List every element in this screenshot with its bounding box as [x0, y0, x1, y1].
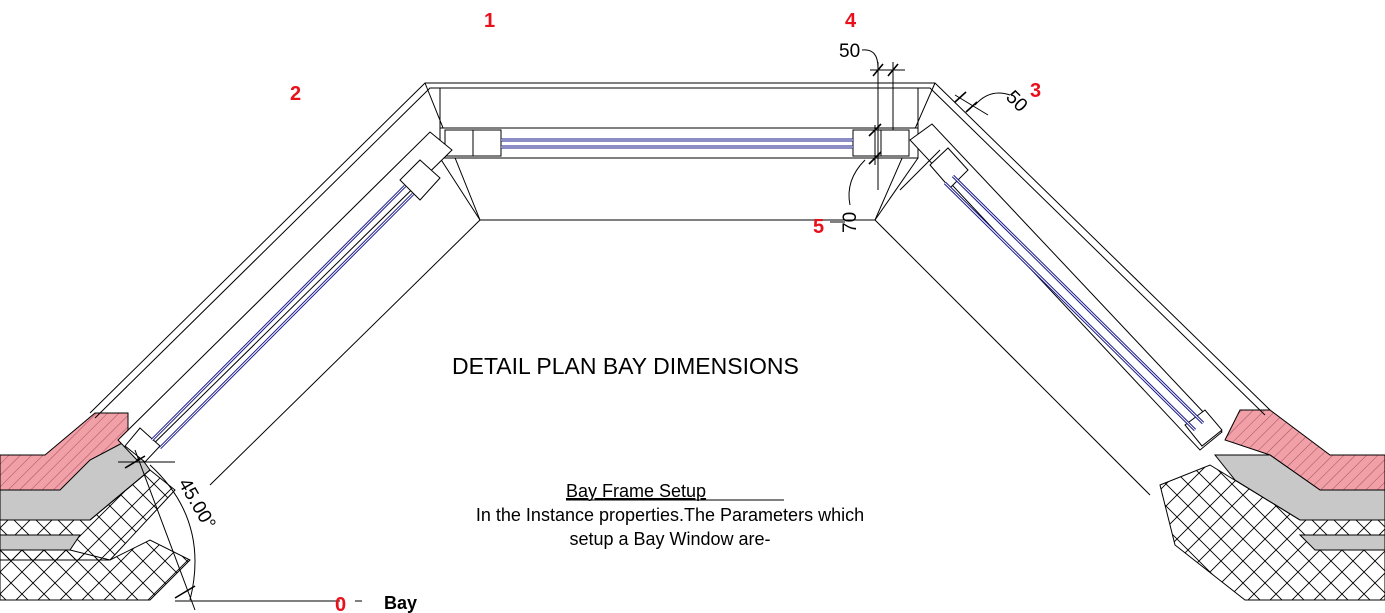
dim-depth-label: 70 — [840, 212, 861, 233]
marker-4: 4 — [845, 10, 857, 32]
left-insulation-lower — [0, 534, 81, 551]
top-frame-box — [439, 127, 919, 159]
top-right-sash — [852, 129, 882, 157]
dim-top-frame-label: 50 — [839, 41, 860, 62]
top-left-sash-2 — [472, 129, 502, 157]
note-line-2: setup a Bay Window are- — [569, 529, 770, 549]
right-wall-section — [1159, 409, 1385, 601]
marker-1: 1 — [484, 10, 495, 32]
right-insulation-lower — [1298, 534, 1385, 551]
drawing-title: DETAIL PLAN BAY DIMENSIONS — [452, 353, 799, 379]
dim-side-frame-label: 50 — [1001, 87, 1031, 117]
top-right-sash-2 — [880, 129, 910, 157]
dimension-side-frame — [954, 91, 1011, 116]
bay-label: Bay — [384, 593, 417, 613]
right-brick-layer — [1224, 409, 1385, 491]
marker-0: 0 — [335, 594, 346, 613]
bay-outline — [89, 82, 1271, 496]
left-block-lower — [0, 539, 191, 601]
dimension-top-frame — [861, 49, 905, 190]
note-heading: Bay Frame Setup — [566, 481, 706, 501]
dimension-depth — [848, 123, 890, 206]
marker-5: 5 — [813, 216, 824, 238]
marker-2: 2 — [290, 83, 301, 105]
left-wall-section — [0, 412, 191, 601]
marker-3: 3 — [1030, 80, 1041, 102]
dimension-angle — [118, 221, 845, 611]
note-line-1: In the Instance properties.The Parameter… — [476, 505, 864, 525]
right-diagonal-glazing — [899, 123, 1223, 451]
right-block-layer — [1159, 464, 1385, 601]
